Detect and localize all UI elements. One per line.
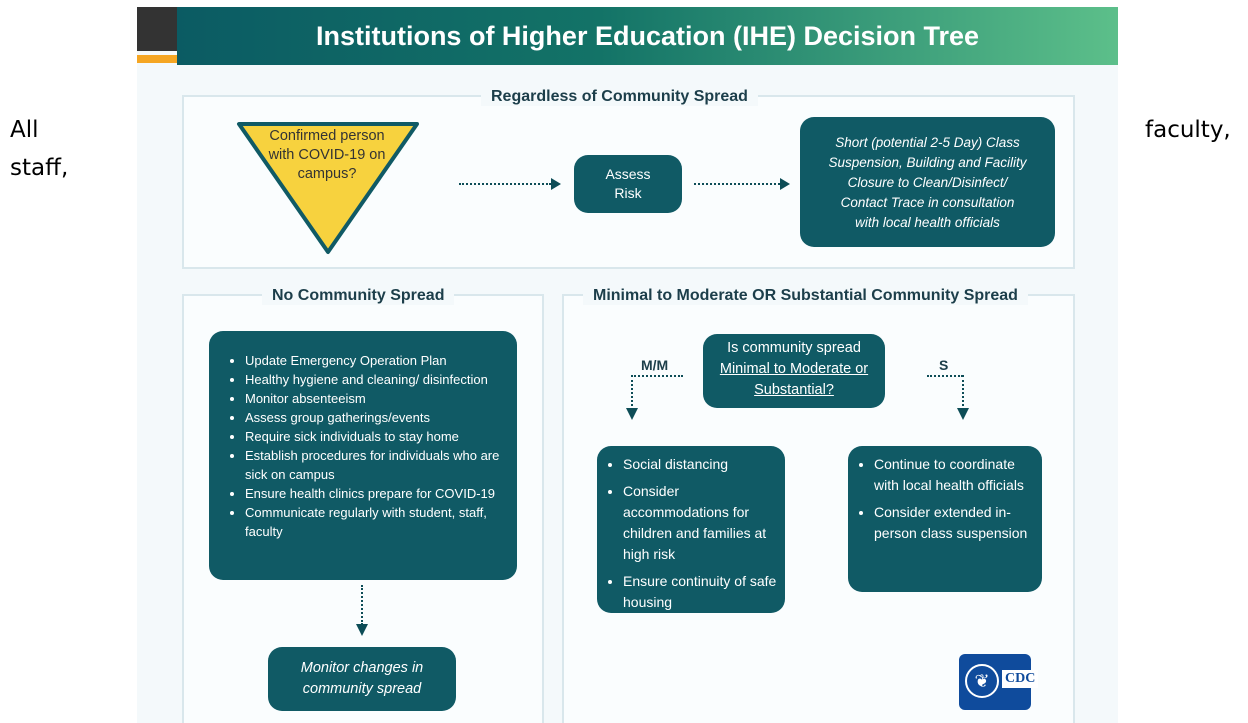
list-item: Ensure health clinics prepare for COVID-… [245,484,505,503]
list-item: Monitor absenteeism [245,389,505,408]
branch-label-mm: M/M [641,357,669,373]
arrow-right-icon [459,178,561,190]
question-line: Substantial? [754,382,834,398]
body-text-start: All [10,117,39,143]
connector-line [361,585,363,625]
arrow-down-icon [356,624,368,636]
closure-box: Short (potential 2-5 Day) Class Suspensi… [800,117,1055,247]
closure-line: Suspension, Building and Facility [828,155,1027,170]
header-accent-blocks [137,7,177,65]
list-item: Establish procedures for individuals who… [245,446,505,484]
no-spread-actions-box: Update Emergency Operation Plan Healthy … [209,331,517,580]
assess-risk-box: Assess Risk [574,155,682,213]
connector-line [962,375,964,410]
list-item: Require sick individuals to stay home [245,427,505,446]
closure-line: Closure to Clean/Disinfect/ [847,175,1008,190]
trigger-question: Confirmed person with COVID-19 on campus… [257,127,397,184]
closure-line: Contact Trace in consultation [840,195,1015,210]
list-item: Assess group gatherings/events [245,408,505,427]
cdc-logo-text: CDC [1002,670,1039,688]
assess-line: Assess [605,166,651,182]
mm-actions-box: Social distancing Consider accommodation… [597,446,785,613]
body-text-line2: staff, [10,155,69,181]
section-title-moderate: Minimal to Moderate OR Substantial Commu… [583,287,1028,305]
trigger-line: campus? [297,166,357,182]
header-dark-block [137,7,177,51]
question-line: Minimal to Moderate or [719,361,869,377]
connector-line [631,375,633,410]
decision-tree-figure: Institutions of Higher Education (IHE) D… [137,7,1118,723]
branch-label-s: S [939,357,949,373]
list-item: Consider accommodations for children and… [623,481,777,565]
assess-line: Risk [614,185,642,201]
hhs-eagle-icon: ❦ [965,664,999,698]
section-title-regardless: Regardless of Community Spread [481,88,758,106]
cdc-logo: ❦ CDC [959,654,1039,710]
monitor-box: Monitor changes in community spread [268,647,456,711]
spread-question-box: Is community spread Minimal to Moderate … [703,334,885,408]
closure-line: Short (potential 2-5 Day) Class [835,135,1020,150]
connector-line [631,375,683,377]
trigger-line: with COVID-19 on [268,147,386,163]
monitor-line: Monitor changes in [300,660,424,676]
list-item: Update Emergency Operation Plan [245,351,505,370]
arrow-down-icon [626,408,638,420]
list-item: Communicate regularly with student, staf… [245,503,505,541]
s-actions-box: Continue to coordinate with local health… [848,446,1042,592]
monitor-line: community spread [302,681,422,697]
header-orange-bar [137,55,177,63]
body-text-end: faculty, [1145,117,1231,143]
connector-line [927,375,963,377]
list-item: Ensure continuity of safe housing [623,571,777,613]
list-item: Consider extended in-person class suspen… [874,502,1034,544]
arrow-down-icon [957,408,969,420]
figure-title: Institutions of Higher Education (IHE) D… [177,7,1118,65]
list-item: Continue to coordinate with local health… [874,454,1034,496]
trigger-line: Confirmed person [269,128,385,144]
list-item: Healthy hygiene and cleaning/ disinfecti… [245,370,505,389]
arrow-right-icon [694,178,790,190]
question-line: Is community spread [727,340,861,356]
trigger-triangle-shape [237,122,419,254]
section-title-no-spread: No Community Spread [262,287,455,305]
list-item: Social distancing [623,454,777,475]
closure-line: with local health officials [855,215,1000,230]
